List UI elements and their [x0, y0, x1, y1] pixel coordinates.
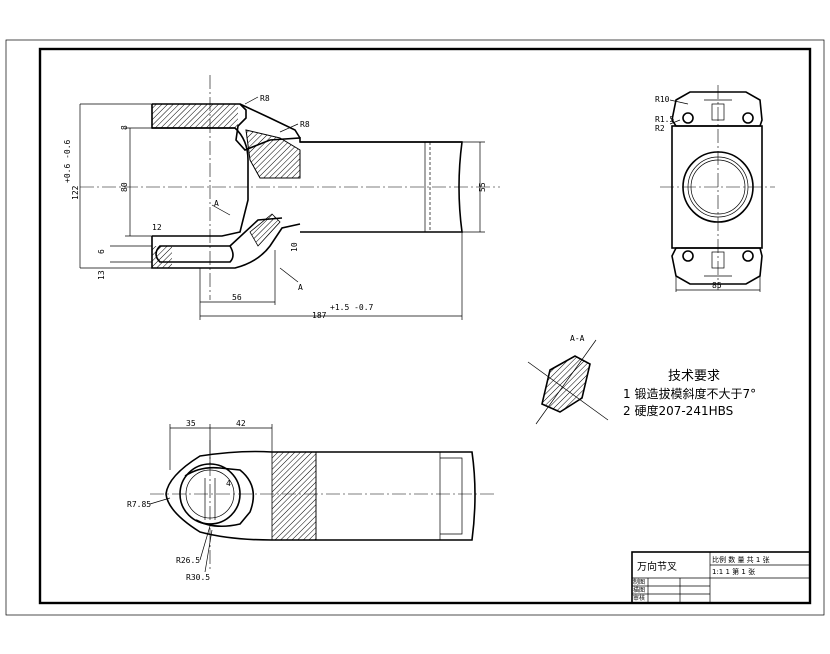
dim-42: 42: [236, 419, 246, 428]
dim-56: 56: [232, 293, 242, 302]
dim-13: 13: [97, 270, 106, 280]
title-cell-2: 描图: [633, 586, 645, 594]
outer-frame: [5, 39, 825, 616]
dim-r7-85: R7.85: [127, 500, 151, 509]
dim-12: 12: [152, 223, 162, 232]
dim-r1-5: R1.5: [655, 115, 674, 124]
notes-title: 技术要求: [668, 369, 720, 384]
dim-r8-top: R8: [260, 94, 270, 103]
notes-item-1: 1 锻造拔模斜度不大于7°: [623, 386, 756, 401]
dim-r10: R10: [655, 95, 670, 104]
dim-10: 10: [290, 242, 299, 252]
section-aa: [527, 339, 609, 425]
title-name: 万向节叉: [637, 560, 677, 573]
dim-85: 85: [712, 281, 722, 290]
title-row-1: 比例 数 量 共 1 张: [712, 555, 770, 564]
top-view: [149, 424, 495, 573]
dim-r30-5: R30.5: [186, 573, 210, 582]
dim-80: 80: [120, 182, 129, 192]
dim-r8-mid: R8: [300, 120, 310, 129]
side-view: [660, 85, 775, 292]
dim-187: 187: [312, 311, 327, 320]
inner-frame: [38, 47, 812, 605]
dim-35: 35: [186, 419, 196, 428]
front-view: [79, 75, 500, 320]
dim-6: 6: [97, 249, 106, 254]
dim-55: 55: [478, 182, 487, 192]
section-a-label-2: A: [298, 283, 303, 292]
notes-item-2: 2 硬度207-241HBS: [623, 403, 733, 418]
dim-r26-5: R26.5: [176, 556, 200, 565]
dim-4: 4: [226, 479, 231, 488]
dim-r2: R2: [655, 124, 665, 133]
dim-8: 8: [120, 125, 129, 130]
title-row-2: 1:1 1 第 1 张: [712, 567, 755, 576]
dim-122-tol: +0.6 -0.6: [63, 139, 72, 183]
section-a-label: A: [214, 199, 219, 208]
title-block: [631, 551, 811, 604]
title-cell-3: 审核: [633, 594, 645, 602]
dim-122: 122: [71, 185, 80, 200]
section-aa-label: A-A: [570, 334, 585, 343]
title-cell-1: 制图: [633, 578, 645, 586]
dim-187-tol: +1.5 -0.7: [330, 303, 374, 312]
